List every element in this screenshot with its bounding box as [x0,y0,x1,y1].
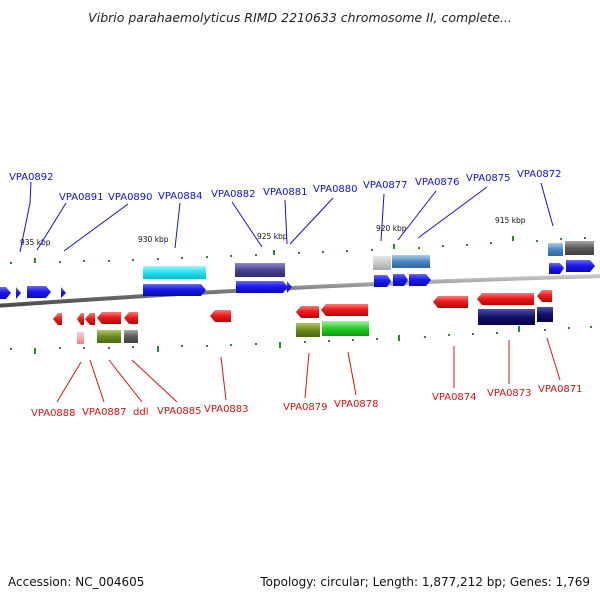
feature-box[interactable] [548,243,563,256]
feature-box[interactable] [322,321,369,336]
gene-label-VPA0887[interactable]: VPA0887 [82,407,127,418]
feature-box[interactable] [537,307,553,322]
reverse-genes [53,290,552,325]
top-gene-labels: VPA0892 VPA0891 VPA0890 VPA0884 VPA0882 … [9,169,562,203]
forward-genes [0,260,595,299]
gene-forward[interactable] [566,260,595,272]
gene-label-VPA0876[interactable]: VPA0876 [415,177,460,188]
gene-forward[interactable] [0,287,11,299]
gene-label-VPA0881[interactable]: VPA0881 [263,187,308,198]
gene-reverse[interactable] [433,296,468,308]
gene-reverse[interactable] [85,313,95,325]
gene-forward[interactable] [549,263,564,274]
kbp-label-920: 920 kbp [376,224,407,233]
genome-stats-text: Topology: circular; Length: 1,877,212 bp… [260,575,590,589]
gene-label-VPA0872[interactable]: VPA0872 [517,169,562,180]
kbp-label-930: 930 kbp [138,235,169,244]
top-leader-lines [19,181,554,253]
gene-label-VPA0890[interactable]: VPA0890 [108,192,153,203]
forward-features [143,241,594,279]
gene-forward[interactable] [27,286,51,298]
feature-box[interactable] [97,330,121,343]
gene-forward[interactable] [409,274,431,286]
feature-box[interactable] [373,256,391,270]
gene-label-VPA0873[interactable]: VPA0873 [487,388,532,399]
kbp-label-925: 925 kbp [257,232,288,241]
map-title: Vibrio parahaemolyticus RIMD 2210633 chr… [88,10,512,25]
gene-label-VPA0874[interactable]: VPA0874 [432,392,477,403]
gene-label-VPA0891[interactable]: VPA0891 [59,192,104,203]
gene-forward[interactable] [16,287,21,299]
gene-forward[interactable] [61,287,66,298]
gene-label-VPA0879[interactable]: VPA0879 [283,402,328,413]
gene-label-VPA0888[interactable]: VPA0888 [31,408,76,419]
gene-label-VPA0875[interactable]: VPA0875 [466,173,511,184]
gene-reverse[interactable] [97,312,121,324]
inner-tick-marks [10,326,592,354]
gene-label-VPA0882[interactable]: VPA0882 [211,189,256,200]
kbp-label-935: 935 kbp [20,238,51,247]
outer-tick-marks [10,236,586,264]
feature-box[interactable] [77,332,84,344]
gene-label-VPA0877[interactable]: VPA0877 [363,180,408,191]
accession-text: Accession: NC_004605 [8,575,145,589]
gene-label-VPA0880[interactable]: VPA0880 [313,184,358,195]
bottom-gene-labels: VPA0888 VPA0887 ddl VPA0885 VPA0883 VPA0… [31,384,583,419]
bottom-leader-lines [56,337,561,403]
chromosome-backbone [0,274,600,308]
feature-box[interactable] [565,241,594,255]
gene-label-VPA0883[interactable]: VPA0883 [204,404,249,415]
gene-label-VPA0884[interactable]: VPA0884 [158,191,203,202]
gene-reverse[interactable] [477,293,534,305]
gene-label-VPA0878[interactable]: VPA0878 [334,399,379,410]
gene-label-VPA0871[interactable]: VPA0871 [538,384,583,395]
gene-reverse[interactable] [296,306,319,318]
feature-box[interactable] [143,266,206,279]
reverse-features [77,307,553,344]
gene-forward[interactable] [143,284,206,296]
gene-reverse[interactable] [124,312,138,324]
gene-reverse[interactable] [537,290,552,302]
feature-box[interactable] [235,263,285,277]
gene-reverse[interactable] [77,313,84,325]
feature-box[interactable] [296,323,320,337]
gene-label-ddl[interactable]: ddl [133,407,148,418]
gene-reverse[interactable] [53,313,62,325]
gene-forward[interactable] [287,281,292,293]
gene-forward[interactable] [236,281,288,293]
feature-box[interactable] [392,255,430,268]
gene-label-VPA0892[interactable]: VPA0892 [9,172,54,183]
gene-label-VPA0885[interactable]: VPA0885 [157,406,202,417]
feature-box[interactable] [124,330,138,343]
gene-reverse[interactable] [210,310,231,322]
feature-box[interactable] [478,309,535,325]
gene-reverse[interactable] [321,304,368,316]
kbp-label-915: 915 kbp [495,216,526,225]
gene-forward[interactable] [393,274,408,286]
gene-forward[interactable] [374,275,391,287]
